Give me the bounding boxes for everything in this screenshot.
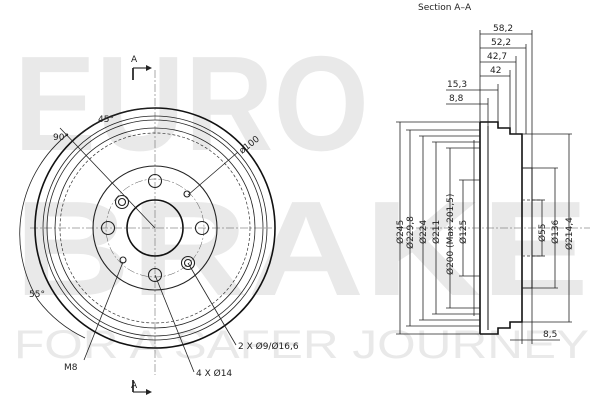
- dim-label-8-5: 8,5: [543, 330, 557, 340]
- small-hole-upper-right: [183, 190, 191, 198]
- dim-label-d2298: Ø229,8: [405, 216, 416, 249]
- watermark-line1: EURO: [14, 28, 369, 179]
- dim-label-15-3: 15,3: [447, 80, 467, 90]
- dim-label-d125: Ø125: [458, 220, 469, 244]
- counterbore-hole-1-inner: [117, 197, 127, 207]
- bolt-hole-left: [100, 220, 116, 236]
- angle-90-arc: [19, 133, 69, 301]
- section-view: Section A–A Ø245 Ø229,8 Ø22: [395, 3, 590, 344]
- dim-label-d211: Ø211: [431, 220, 442, 244]
- dim-label-d136: Ø136: [550, 219, 561, 244]
- callout-holes-large-leader: [154, 274, 195, 373]
- angle-55-label: 55°: [29, 290, 45, 300]
- dim-label-58-2: 58,2: [493, 24, 513, 34]
- callout-holes-small-label: 2 X Ø9/Ø16,6: [238, 341, 299, 352]
- angle-90-label: 90°: [53, 133, 69, 143]
- dim-label-d2144: Ø214,4: [564, 217, 575, 250]
- section-marker-top-arrowhead: [146, 65, 152, 71]
- angle-55-arc: [37, 299, 86, 339]
- section-title: Section A–A: [418, 3, 472, 13]
- callout-holes-small-leader: [187, 262, 237, 346]
- drum-circle-2: [42, 115, 268, 341]
- section-marker-bottom-label: A: [131, 381, 138, 391]
- section-marker-top-label: A: [131, 55, 138, 65]
- front-view: A A 90° 45° 55°: [19, 55, 299, 395]
- drum-circle-4: [54, 127, 256, 329]
- dim-label-42: 42: [490, 66, 501, 76]
- dim-label-d245: Ø245: [395, 220, 406, 244]
- angle-ray-45: [59, 127, 156, 229]
- callout-m8-leader: [83, 261, 124, 361]
- pcd-leader: [187, 151, 239, 196]
- dim-label-d55: Ø55: [537, 223, 548, 242]
- counterbore-hole-2-outer: [180, 255, 196, 271]
- callout-m8-label: M8: [64, 363, 78, 373]
- bolt-hole-top: [147, 173, 163, 189]
- pcd-circle: [105, 178, 205, 278]
- center-bore: [126, 199, 184, 257]
- dim-label-d224: Ø224: [418, 219, 429, 244]
- watermark-line2: BRAKE: [14, 173, 589, 324]
- counterbore-hole-2-inner: [183, 258, 193, 268]
- drum-circle-3: [46, 119, 264, 337]
- dim-label-8-8: 8,8: [449, 94, 464, 104]
- counterbore-hole-1-outer: [114, 194, 130, 210]
- angle-45-label: 45°: [98, 115, 114, 125]
- drum-hidden-circle: [59, 132, 251, 324]
- watermark: EURO BRAKE FOR A SAFER JOURNEY: [14, 28, 589, 367]
- dim-label-52-2: 52,2: [491, 38, 511, 48]
- bolt-hole-right: [194, 220, 210, 236]
- dim-label-d200: Ø200 (Max 201,5): [445, 194, 456, 275]
- section-marker-bottom-arrowhead: [146, 389, 152, 395]
- callout-holes-large-label: 4 X Ø14: [196, 368, 232, 379]
- angle-45-arc: [69, 107, 156, 144]
- dim-label-42-7: 42,7: [487, 52, 507, 62]
- hub-outer-circle: [92, 165, 218, 291]
- watermark-tagline: FOR A SAFER JOURNEY: [14, 323, 589, 367]
- bolt-hole-bottom: [147, 267, 163, 283]
